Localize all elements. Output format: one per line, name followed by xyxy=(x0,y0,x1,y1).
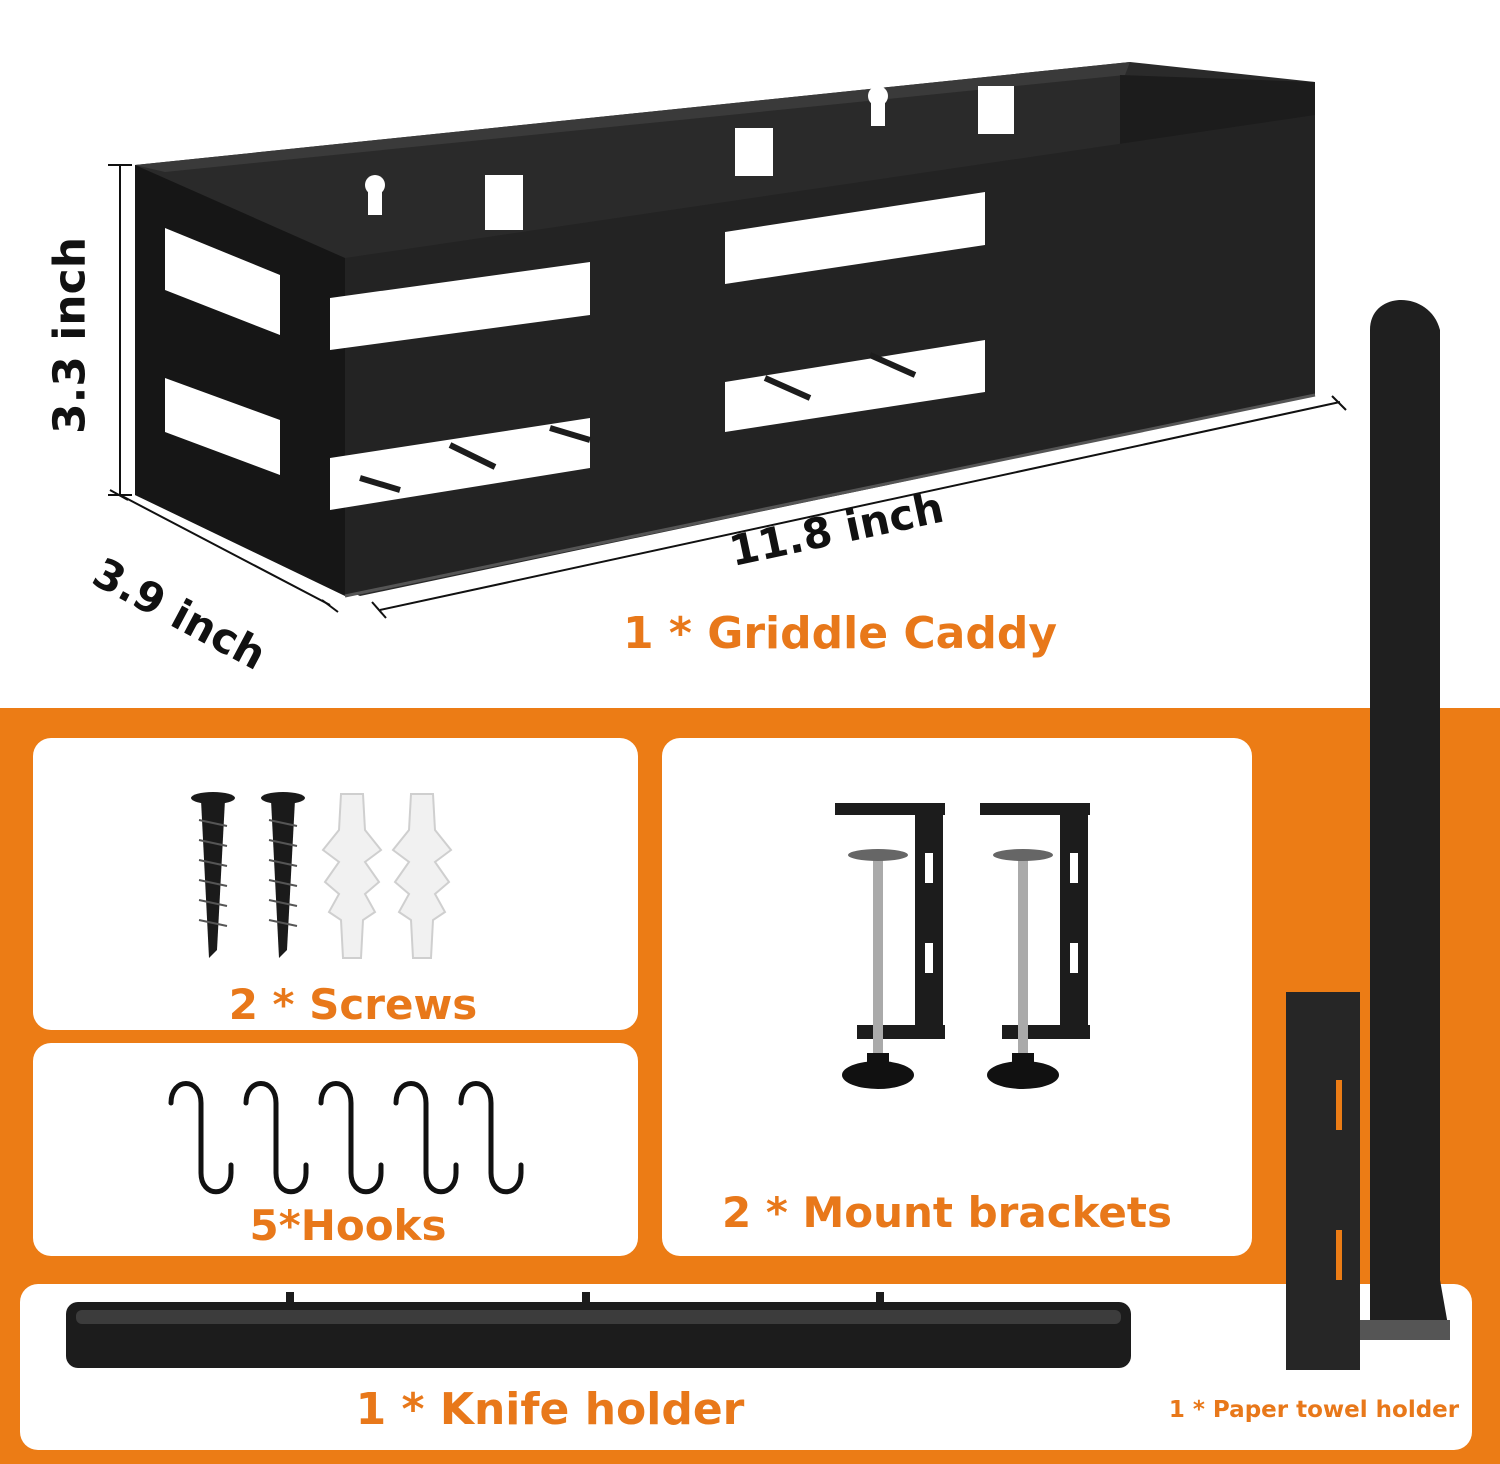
knife-holder-label: 1 * Knife holder xyxy=(355,1384,745,1435)
brackets-label: 2 * Mount brackets xyxy=(722,1188,1172,1237)
griddle-caddy-image xyxy=(108,62,1347,619)
screws-image xyxy=(191,792,453,959)
hooks-label: 5*Hooks xyxy=(249,1201,447,1250)
screws-label: 2 * Screws xyxy=(228,980,478,1029)
griddle-caddy-label: 1 * Griddle Caddy xyxy=(622,608,1058,659)
paper-towel-holder-label: 1 * Paper towel holder xyxy=(1168,1397,1460,1423)
brackets-panel: 2 * Mount brackets xyxy=(662,738,1252,1256)
paper-towel-holder-image xyxy=(1286,300,1450,1370)
knife-holder-image xyxy=(66,1292,1131,1368)
mount-brackets-image xyxy=(835,803,1090,1089)
hooks-panel: 5*Hooks xyxy=(33,1043,638,1256)
screws-panel: 2 * Screws xyxy=(33,738,638,1030)
hooks-image xyxy=(168,1081,524,1195)
knife-holder-panel: 1 * Knife holder xyxy=(20,1284,1472,1450)
caddy-height-dimension: 3.3 inch xyxy=(44,236,96,435)
